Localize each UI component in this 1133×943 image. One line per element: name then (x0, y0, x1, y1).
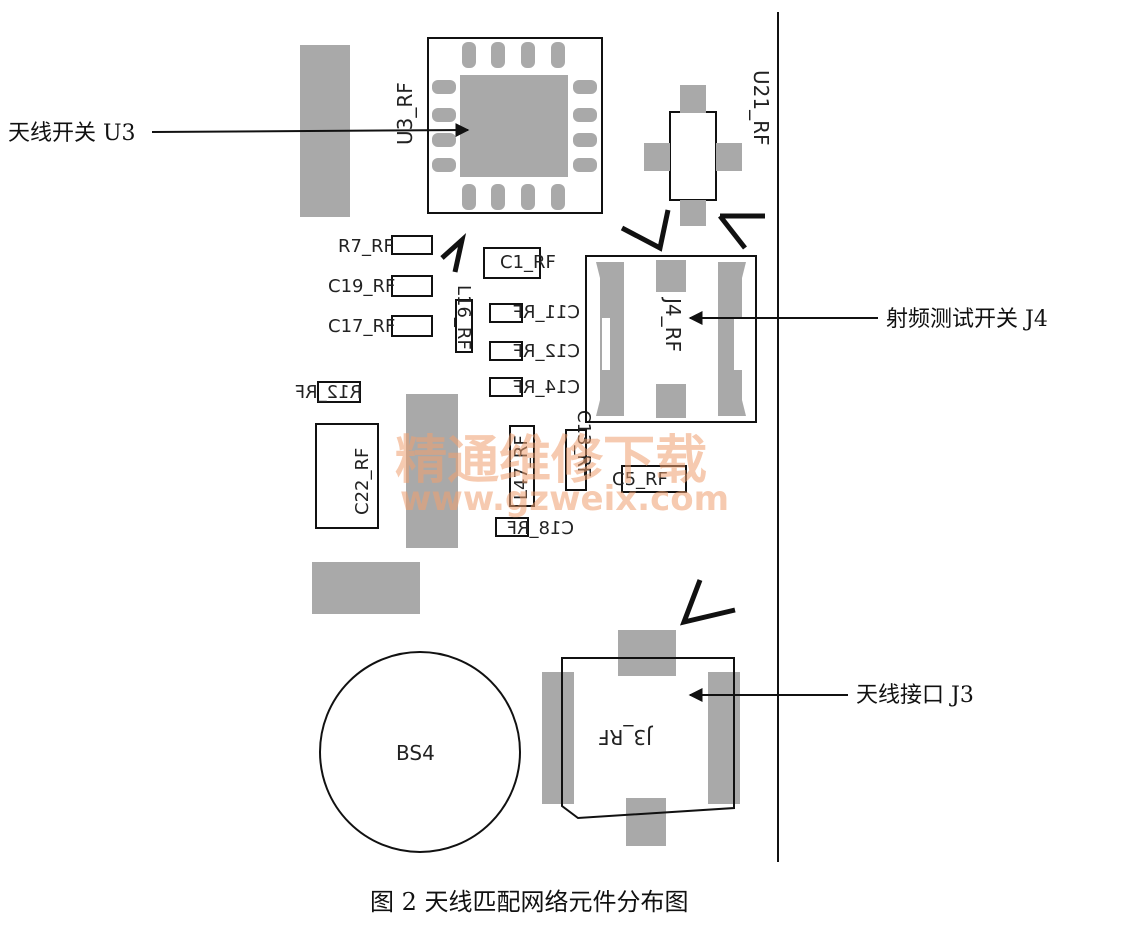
figure-caption: 图 2 天线匹配网络元件分布图 (370, 888, 689, 916)
label-u21-rf: U21_RF (749, 70, 773, 146)
u3-qfn-package (427, 37, 603, 214)
j4-test-switch (585, 255, 757, 423)
c19-component: C19_RF (328, 275, 433, 297)
r12-component: R12_RF (295, 381, 362, 403)
c11-component: C11_RF (489, 302, 580, 323)
pin1-mark-j4-right (718, 213, 765, 250)
label-c12-rf: C12_RF (513, 341, 580, 362)
l47-component: L47_RF (509, 425, 535, 507)
r7-component: R7_RF (338, 235, 433, 257)
label-c22-rf: C22_RF (352, 448, 373, 515)
label-r12-rf: R12_RF (295, 382, 362, 403)
label-j3-rf: J3_RF (598, 725, 654, 749)
pin1-mark-u3 (440, 232, 467, 273)
label-l16-rf: L16_RF (453, 285, 474, 350)
annotation-antenna-port: 天线接口 J3 (856, 683, 974, 708)
label-c19-rf: C19_RF (328, 276, 395, 297)
c1-component: C1_RF (483, 247, 556, 279)
j3-antenna-port: J3_RF (542, 630, 740, 846)
label-l47-rf: L47_RF (511, 435, 532, 500)
pad-middle-column (406, 394, 458, 548)
annotation-antenna-switch: 天线开关 U3 (8, 121, 136, 146)
label-c17-rf: C17_RF (328, 316, 395, 337)
label-c11-rf: C11_RF (513, 302, 580, 323)
c5-component: C5_RF (612, 465, 687, 493)
u21-component (644, 85, 742, 226)
label-c5-rf: C5_RF (612, 469, 668, 490)
label-u3-rf: U3_RF (393, 82, 417, 145)
label-c14-rf: C14_RF (513, 377, 580, 398)
label-r7-rf: R7_RF (338, 236, 394, 257)
c22-component: C22_RF (315, 423, 379, 529)
annotation-rf-test-switch: 射频测试开关 J4 (886, 307, 1048, 332)
pad-bottom-left (312, 562, 420, 614)
label-c18-rf: C18_RF (507, 518, 574, 539)
c13-component: C13_RF (565, 410, 594, 491)
c12-component: C12_RF (489, 341, 580, 362)
l16-component: L16_RF (453, 285, 474, 353)
c18-component: C18_RF (495, 517, 574, 539)
bs4-component: BS4 (319, 651, 521, 853)
label-bs4: BS4 (396, 741, 435, 765)
c17-component: C17_RF (328, 315, 433, 337)
c14-component: C14_RF (489, 377, 580, 398)
arrow-antenna-switch (151, 123, 470, 138)
watermark-cn: 精通维修下载 (395, 431, 707, 491)
label-c13-rf: C13_RF (573, 410, 594, 477)
watermark-url: www.gzweix.com (400, 479, 729, 519)
pin1-mark-j3 (679, 579, 736, 626)
label-c1-rf: C1_RF (500, 252, 556, 273)
label-j4-rf: J4_RF (661, 296, 685, 352)
pin1-mark-j4-left (620, 209, 671, 252)
